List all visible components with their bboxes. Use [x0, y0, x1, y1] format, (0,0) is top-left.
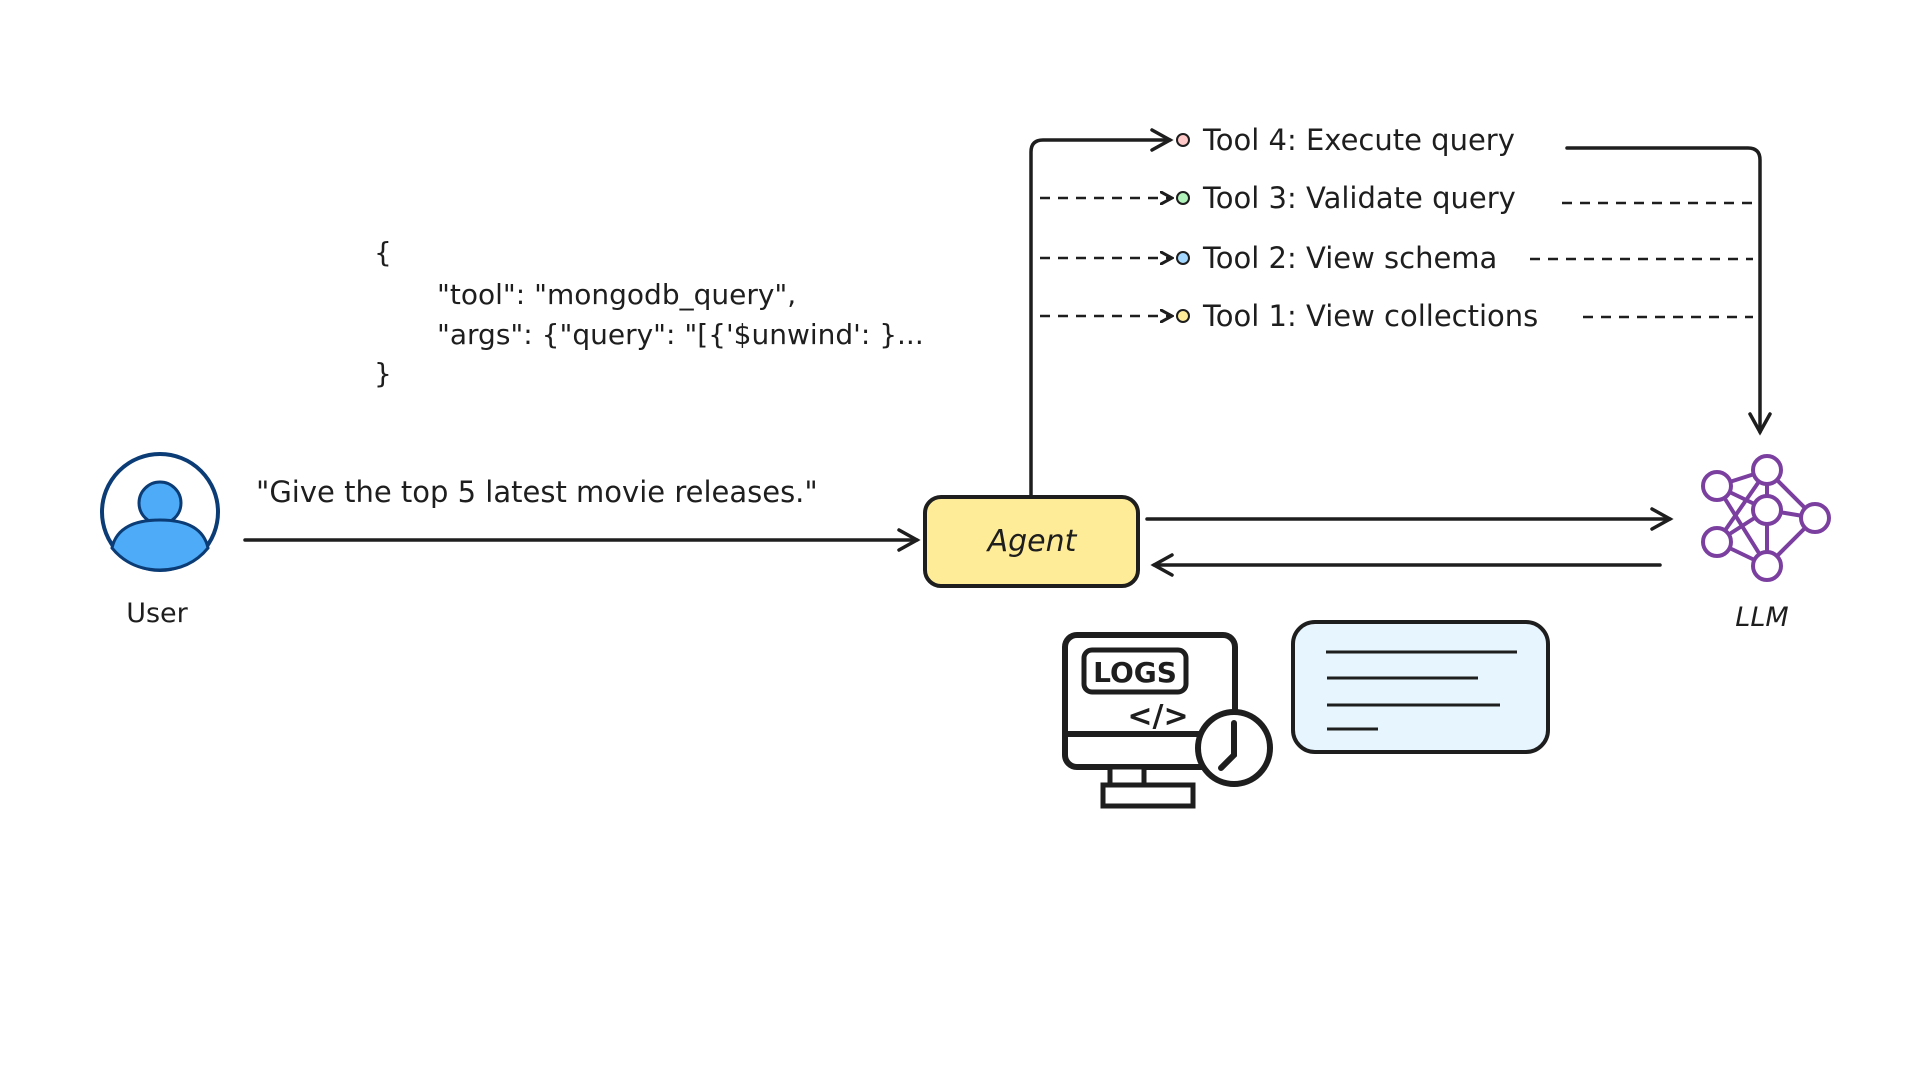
user-label: User: [126, 598, 188, 629]
neural-network-icon: [1701, 454, 1831, 582]
json-close-brace: }: [374, 357, 392, 390]
agent-to-tools-arrow: [1029, 128, 1174, 499]
status-dot-icon: [1176, 309, 1190, 323]
status-dot-icon: [1176, 133, 1190, 147]
tool-row-1: Tool 1: View collections: [1040, 299, 1753, 333]
json-open-brace: {: [374, 236, 392, 269]
agent-label: Agent: [986, 524, 1078, 559]
tool-label: Tool 1: View collections: [1202, 299, 1538, 333]
logs-monitor-icon: LOGS </>: [1062, 632, 1273, 809]
tool-row-3: Tool 3: Validate query: [1040, 181, 1753, 215]
status-dot-icon: [1176, 251, 1190, 265]
tool-label: Tool 3: Validate query: [1202, 181, 1516, 215]
llm-label: LLM: [1735, 602, 1788, 633]
json-line-args: "args": {"query": "[{'$unwind': }...: [437, 318, 924, 351]
json-line-tool: "tool": "mongodb_query",: [437, 278, 796, 311]
tool-label: Tool 4: Execute query: [1202, 123, 1515, 157]
status-dot-icon: [1176, 191, 1190, 205]
code-icon: </>: [1127, 699, 1188, 734]
tool-label: Tool 2: View schema: [1202, 241, 1497, 275]
user-avatar-icon: [100, 452, 220, 572]
user-message: "Give the top 5 latest movie releases.": [256, 475, 818, 509]
tool-row-2: Tool 2: View schema: [1040, 241, 1753, 275]
tools-to-llm-arrow: [1565, 146, 1772, 436]
message-box: [1291, 620, 1550, 754]
logs-label: LOGS: [1093, 656, 1177, 689]
tool-row-4: Tool 4: Execute query: [1176, 123, 1515, 157]
